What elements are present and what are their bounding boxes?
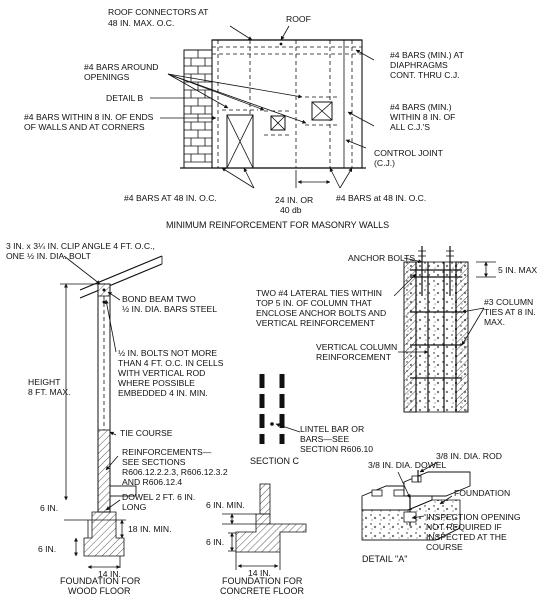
svg-text:WITHIN 8 IN. OF: WITHIN 8 IN. OF bbox=[390, 112, 455, 122]
label-cj-bars: #4 BARS (MIN.) bbox=[390, 102, 452, 112]
label-bolts: ½ IN. BOLTS NOT MORE bbox=[118, 348, 217, 358]
label-5in-max: 5 IN. MAX bbox=[498, 265, 537, 275]
label-roof: ROOF bbox=[286, 14, 311, 24]
inspection-opening bbox=[403, 511, 417, 523]
label-detail-b: DETAIL B bbox=[106, 93, 144, 103]
column-leaders bbox=[393, 257, 485, 354]
svg-text:ALL C.J.'S: ALL C.J.'S bbox=[390, 122, 430, 132]
svg-text:CONT. THRU C.J.: CONT. THRU C.J. bbox=[390, 70, 460, 80]
label-section-c: SECTION C bbox=[250, 456, 300, 466]
svg-text:TOP 5 IN. OF COLUMN THAT: TOP 5 IN. OF COLUMN THAT bbox=[256, 298, 373, 308]
label-roof-connectors: ROOF CONNECTORS AT bbox=[108, 7, 209, 17]
svg-text:40 db: 40 db bbox=[280, 205, 302, 215]
label-18in: 18 IN. MIN. bbox=[128, 524, 171, 534]
svg-text:48 IN. MAX. O.C.: 48 IN. MAX. O.C. bbox=[108, 18, 174, 28]
label-inspection-opening: INSPECTION OPENING bbox=[426, 512, 521, 522]
label-lintel: LINTEL BAR OR bbox=[300, 424, 364, 434]
svg-text:INSPECTED AT THE: INSPECTED AT THE bbox=[426, 532, 507, 542]
label-tie-course: TIE COURSE bbox=[120, 428, 173, 438]
label-column-ties: #3 COLUMN bbox=[484, 297, 533, 307]
label-foundation: FOUNDATION bbox=[454, 488, 510, 498]
svg-text:EMBEDDED 4 IN. MIN.: EMBEDDED 4 IN. MIN. bbox=[118, 388, 208, 398]
label-dowel-dia: 3/8 IN. DIA. DOWEL bbox=[368, 460, 447, 470]
svg-text:R606.12.2.2.3, R606.12.3.2: R606.12.2.2.3, R606.12.3.2 bbox=[122, 467, 228, 477]
label-6in-mid: 6 IN. bbox=[206, 537, 224, 547]
column-ties bbox=[410, 269, 462, 379]
concrete-floor-footing bbox=[222, 483, 307, 570]
column-labels: ANCHOR BOLTS 5 IN. MAX TWO #4 LATERAL TI… bbox=[256, 253, 537, 362]
concrete-footing-labels: 6 IN. MIN. 6 IN. 14 IN. FOUNDATION FOR C… bbox=[206, 500, 305, 596]
svg-text:ENCLOSE ANCHOR BOLTS AND: ENCLOSE ANCHOR BOLTS AND bbox=[256, 308, 386, 318]
label-clip-angle: 3 IN. x 3¼ IN. CLIP ANGLE 4 FT. O.C., bbox=[6, 241, 155, 251]
label-bars-48-left: #4 BARS AT 48 IN. O.C. bbox=[124, 193, 217, 203]
svg-text:REINFORCEMENT: REINFORCEMENT bbox=[316, 352, 392, 362]
svg-text:WOOD FLOOR: WOOD FLOOR bbox=[68, 586, 131, 596]
svg-text:OPENINGS: OPENINGS bbox=[84, 72, 130, 82]
left-leaders bbox=[63, 255, 124, 569]
caption-minimum-reinforcement: MINIMUM REINFORCEMENT FOR MASONRY WALLS bbox=[166, 220, 389, 230]
caption-wood-floor: FOUNDATION FOR bbox=[60, 576, 141, 586]
wall-stub bbox=[259, 483, 271, 515]
label-6in-min: 6 IN. MIN. bbox=[206, 500, 245, 510]
wall-section bbox=[60, 255, 163, 557]
label-diaphragm-bars: #4 BARS (MIN.) AT bbox=[390, 50, 465, 60]
svg-text:DIAPHRAGMS: DIAPHRAGMS bbox=[390, 60, 448, 70]
label-14in-mid: 14 IN. bbox=[248, 568, 271, 578]
label-anchor-bolts: ANCHOR BOLTS bbox=[348, 253, 415, 263]
label-rod-dia: 3/8 IN. DIA. ROD bbox=[436, 451, 502, 461]
left-labels: 3 IN. x 3¼ IN. CLIP ANGLE 4 FT. O.C., ON… bbox=[6, 241, 228, 596]
rafter bbox=[79, 255, 163, 291]
detail-a-leaders bbox=[397, 461, 453, 520]
label-bars-48-right: #4 BARS at 48 IN. O.C. bbox=[336, 193, 426, 203]
detail-a-labels: 3/8 IN. DIA. DOWEL 3/8 IN. DIA. ROD FOUN… bbox=[362, 451, 521, 564]
svg-text:TIES AT 8 IN.: TIES AT 8 IN. bbox=[484, 307, 536, 317]
svg-text:NOT REQUIRED IF: NOT REQUIRED IF bbox=[426, 522, 502, 532]
label-bars-ends: #4 BARS WITHIN 8 IN. OF ENDS bbox=[24, 112, 154, 122]
svg-text:LONG: LONG bbox=[122, 502, 147, 512]
label-bars-around-openings: #4 BARS AROUND bbox=[84, 62, 159, 72]
section-c bbox=[259, 374, 301, 444]
label-bond-beam: BOND BEAM TWO bbox=[122, 294, 196, 304]
svg-text:8 FT. MAX.: 8 FT. MAX. bbox=[28, 387, 71, 397]
svg-text:WHERE POSSIBLE: WHERE POSSIBLE bbox=[118, 378, 195, 388]
svg-text:SECTION R606.10: SECTION R606.10 bbox=[300, 444, 373, 454]
svg-text:ONE ½ IN. DIA. BOLT: ONE ½ IN. DIA. BOLT bbox=[6, 251, 92, 261]
label-control-joint: CONTROL JOINT bbox=[374, 148, 444, 158]
svg-text:MAX.: MAX. bbox=[484, 317, 505, 327]
label-vertical-reinforcement: VERTICAL COLUMN bbox=[316, 342, 397, 352]
svg-text:COURSE: COURSE bbox=[426, 542, 463, 552]
svg-text:SEE SECTIONS: SEE SECTIONS bbox=[122, 457, 186, 467]
wall-elevation bbox=[180, 39, 366, 169]
slab-footing bbox=[235, 513, 307, 553]
footing-wood bbox=[83, 511, 125, 557]
svg-text:½ IN. DIA. BARS STEEL: ½ IN. DIA. BARS STEEL bbox=[122, 304, 217, 314]
top-leaders bbox=[150, 25, 375, 189]
column-shell-right bbox=[455, 261, 469, 413]
svg-text:(C.J.): (C.J.) bbox=[374, 158, 395, 168]
label-14in-left: 14 IN. bbox=[98, 569, 121, 579]
label-lateral-ties: TWO #4 LATERAL TIES WITHIN bbox=[256, 288, 382, 298]
svg-text:WITH VERTICAL ROD: WITH VERTICAL ROD bbox=[118, 368, 205, 378]
label-lap-splice: 24 IN. OR bbox=[275, 195, 313, 205]
svg-text:OF WALLS AND AT CORNERS: OF WALLS AND AT CORNERS bbox=[24, 122, 145, 132]
section-c-labels: LINTEL BAR OR BARS—SEE SECTION R606.10 S… bbox=[250, 424, 373, 466]
svg-text:CONCRETE FLOOR: CONCRETE FLOOR bbox=[220, 586, 305, 596]
column-section bbox=[403, 246, 496, 413]
svg-text:AND R606.12.4: AND R606.12.4 bbox=[122, 477, 182, 487]
label-detail-a: DETAIL "A" bbox=[362, 554, 407, 564]
top-labels: ROOF CONNECTORS AT 48 IN. MAX. O.C. ROOF… bbox=[24, 7, 465, 230]
label-height: HEIGHT bbox=[28, 377, 61, 387]
label-6in-a: 6 IN. bbox=[40, 503, 58, 513]
svg-text:VERTICAL REINFORCEMENT: VERTICAL REINFORCEMENT bbox=[256, 318, 376, 328]
caption-concrete-floor: FOUNDATION FOR bbox=[222, 576, 303, 586]
label-6in-b: 6 IN. bbox=[38, 544, 56, 554]
label-dowel: DOWEL 2 FT. 6 IN. bbox=[122, 492, 195, 502]
label-reinforcements: REINFORCEMENTS— bbox=[122, 447, 212, 457]
svg-text:THAN 4 FT. O.C. IN CELLS: THAN 4 FT. O.C. IN CELLS bbox=[118, 358, 224, 368]
svg-text:BARS—SEE: BARS—SEE bbox=[300, 434, 349, 444]
tie-course-fill bbox=[97, 429, 111, 513]
floor-joist bbox=[109, 485, 137, 497]
detail-a bbox=[361, 470, 471, 541]
